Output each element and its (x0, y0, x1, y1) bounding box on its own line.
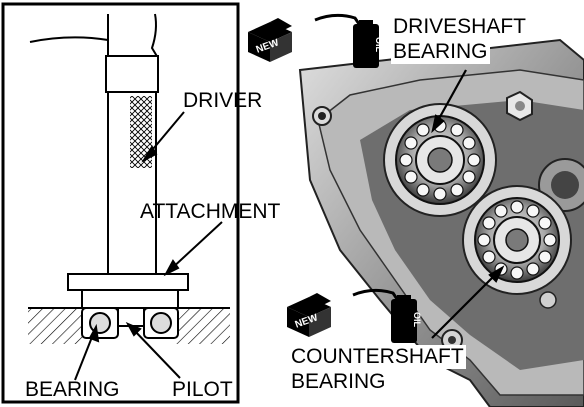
driveshaft-bearing (383, 103, 497, 217)
new-part-box-icon: NEW (248, 18, 292, 62)
driver-tool (29, 13, 159, 275)
oil-can-icon: OIL (352, 288, 422, 343)
driver-label: DRIVER (183, 89, 263, 112)
pilot (117, 307, 145, 327)
countershaft-bearing (462, 185, 572, 295)
driveshaft-bearing-label-line2: BEARING (391, 40, 490, 64)
oil-label: OIL (412, 312, 422, 328)
bearing-label: BEARING (25, 378, 120, 401)
countershaft-bearing-label-line2: BEARING (289, 370, 388, 394)
driveshaft-bearing-label-line1: DRIVESHAFT (391, 15, 529, 39)
new-part-box-icon: NEW (287, 293, 331, 337)
countershaft-bearing-label-line1: COUNTERSHAFT (289, 345, 466, 369)
leader-lines-left (74, 111, 223, 381)
pilot-label: PILOT (172, 378, 233, 401)
attachment-label: ATTACHMENT (140, 200, 281, 223)
ground-hatching (28, 307, 230, 344)
oil-label: OIL (374, 37, 384, 53)
leader-lines-right (431, 69, 505, 339)
attachment-plate (67, 273, 189, 309)
oil-can-icon: OIL (314, 13, 384, 68)
